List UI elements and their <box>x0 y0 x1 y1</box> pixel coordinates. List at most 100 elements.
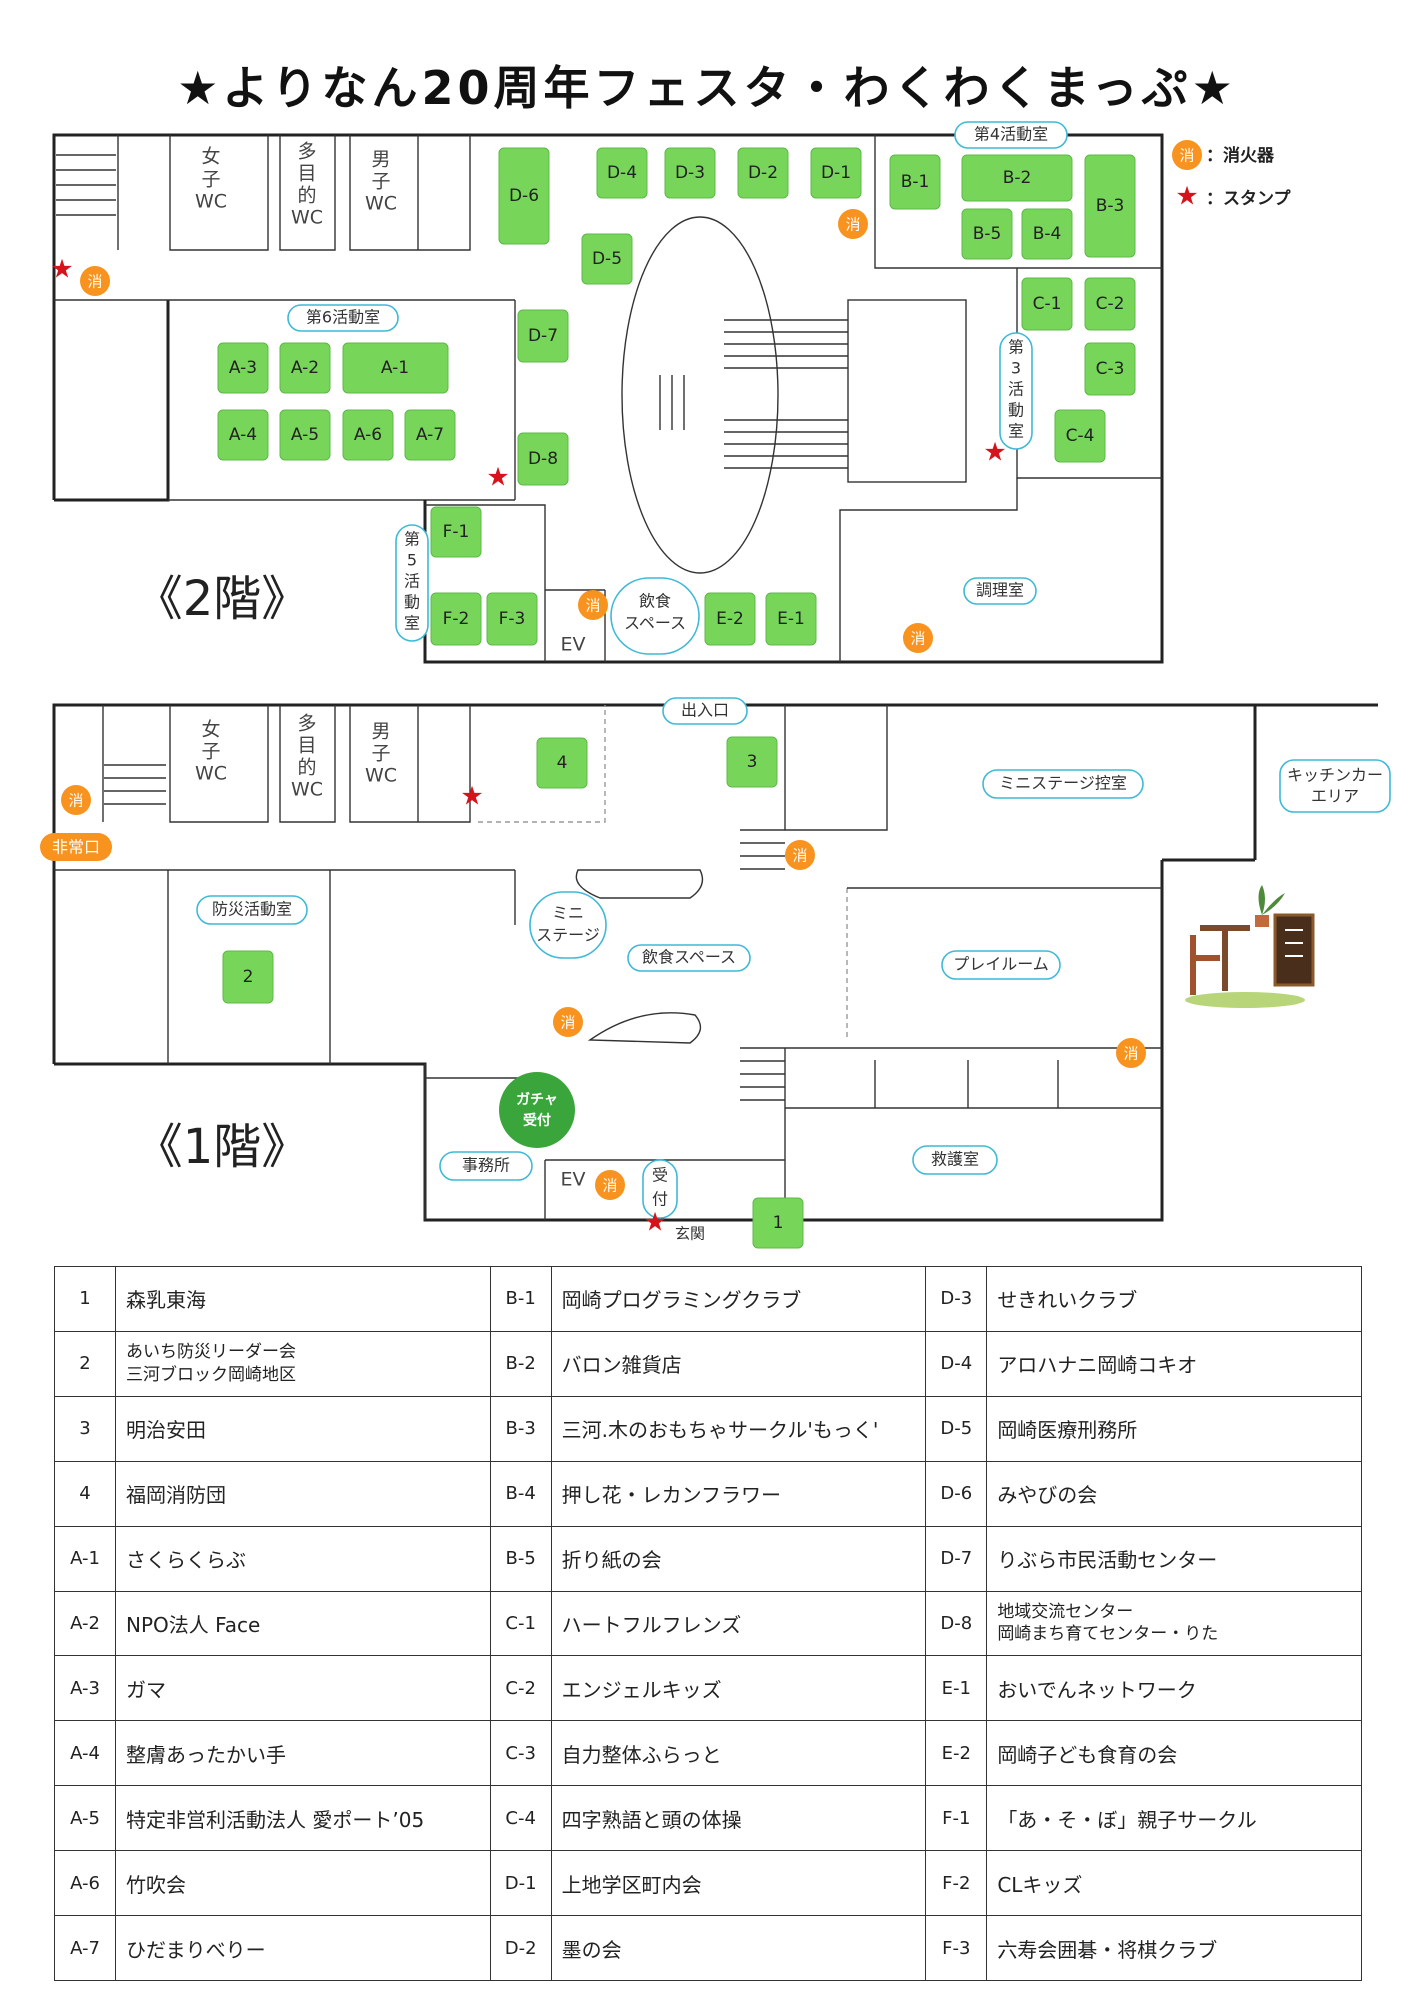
exhibitor-name-line: アロハナニ岡崎コキオ <box>997 1353 1198 1378</box>
svg-text:室: 室 <box>1008 422 1024 441</box>
svg-text:子: 子 <box>201 169 220 191</box>
svg-text:A-7: A-7 <box>416 425 444 445</box>
stamp-star-icon: ★ <box>643 1208 666 1238</box>
floor2-walls <box>52 133 1164 664</box>
booth-code: D-5 <box>925 1395 988 1462</box>
booth-A-1: A-1 <box>342 342 449 394</box>
booth-B-4: B-4 <box>1021 208 1073 260</box>
exhibitor-name-line: りぶら市民活動センター <box>997 1548 1218 1573</box>
cafe-illustration-icon <box>1185 885 1315 1008</box>
svg-text:出入口: 出入口 <box>681 701 729 720</box>
booth-B-2: B-2 <box>961 154 1073 202</box>
svg-text:室: 室 <box>404 614 420 633</box>
exhibitor-name-line: 明治安田 <box>126 1418 206 1443</box>
svg-text:B-3: B-3 <box>1096 196 1125 216</box>
f1-kitchen-car-label: キッチンカー エリア <box>1279 759 1391 813</box>
svg-text:事務所: 事務所 <box>462 1156 510 1175</box>
booth-E-2: E-2 <box>704 592 756 646</box>
f1-play-room-label: プレイルーム <box>941 950 1061 980</box>
exhibitor-name: ひだまりべりー <box>115 1915 491 1981</box>
exhibitor-name-line: 「あ・そ・ぼ」親子サークル <box>997 1807 1257 1832</box>
svg-text:目: 目 <box>297 163 316 185</box>
booth-C-3: C-3 <box>1084 342 1136 396</box>
exhibitor-name: ハートフルフレンズ <box>550 1590 927 1657</box>
exhibitor-name-line: CLキッズ <box>997 1872 1083 1897</box>
exhibitor-name-line: 森乳東海 <box>126 1288 206 1313</box>
booth-2: 2 <box>222 950 274 1004</box>
extinguisher-icon: 消 <box>595 1170 625 1200</box>
svg-text:D-3: D-3 <box>675 163 705 183</box>
booth-D-7: D-7 <box>517 309 569 363</box>
svg-text:飲食: 飲食 <box>639 592 671 611</box>
booth-F-3: F-3 <box>486 592 538 646</box>
exhibitor-name: おいでんネットワーク <box>986 1655 1362 1722</box>
booth-3: 3 <box>726 736 778 788</box>
exhibitor-name-line: あいち防災リーダー会 <box>126 1341 296 1362</box>
svg-text:A-2: A-2 <box>291 358 319 378</box>
exhibitor-name-line: 整膚あったかい手 <box>126 1742 286 1767</box>
booth-code: E-1 <box>925 1655 988 1722</box>
booth-D-3: D-3 <box>664 147 716 199</box>
booth-code: A-6 <box>54 1850 116 1917</box>
svg-text:子: 子 <box>371 743 390 765</box>
extinguisher-icon: 消 <box>80 266 110 296</box>
svg-text:男: 男 <box>371 149 390 171</box>
booth-code: A-4 <box>54 1720 116 1787</box>
exhibitor-name-line: 岡崎子ども食育の会 <box>997 1742 1178 1767</box>
floor1-label: 《1階》 <box>135 1119 310 1175</box>
extinguisher-icon: 消 <box>1172 140 1202 170</box>
booth-C-1: C-1 <box>1021 277 1073 331</box>
svg-text:動: 動 <box>1008 401 1024 420</box>
booth-D-1: D-1 <box>810 147 862 199</box>
exhibitor-name-line: 六寿会囲碁・将棋クラブ <box>997 1937 1218 1962</box>
svg-text:3: 3 <box>747 752 758 772</box>
booth-code: D-8 <box>925 1590 988 1657</box>
svg-text:A-1: A-1 <box>381 358 409 378</box>
svg-text:WC: WC <box>365 193 397 215</box>
svg-text:活: 活 <box>404 572 420 591</box>
booth-code: D-2 <box>489 1915 552 1981</box>
booth-D-8: D-8 <box>517 432 569 486</box>
svg-text:B-5: B-5 <box>973 224 1002 244</box>
booth-code: A-2 <box>54 1590 116 1657</box>
svg-text:第4活動室: 第4活動室 <box>974 125 1048 144</box>
legend-stamp: ★ ：スタンプ <box>1175 182 1291 212</box>
f2-men-wc: 男 子 WC <box>365 149 397 215</box>
exhibitor-name-line: 折り紙の会 <box>561 1548 662 1573</box>
f1-reception-label: 受 付 <box>642 1159 678 1219</box>
booth-code: A-5 <box>54 1785 116 1852</box>
svg-text:A-3: A-3 <box>229 358 257 378</box>
extinguisher-icon: 消 <box>838 209 868 239</box>
svg-text:C-1: C-1 <box>1033 294 1062 314</box>
f2-room6-label: 第6活動室 <box>287 304 399 332</box>
exhibitor-name-line: せきれいクラブ <box>997 1288 1138 1313</box>
booth-code: B-2 <box>489 1330 552 1397</box>
svg-text:消: 消 <box>1123 1045 1138 1063</box>
svg-text:B-4: B-4 <box>1033 224 1062 244</box>
svg-text:WC: WC <box>195 763 227 785</box>
booth-D-5: D-6 <box>498 147 550 245</box>
booth-code: A-7 <box>54 1915 116 1981</box>
exhibitor-name: 六寿会囲碁・将棋クラブ <box>986 1915 1362 1981</box>
floor-map: 消 ：消火器 ★ ：スタンプ <box>40 121 1391 1249</box>
svg-text:動: 動 <box>404 593 420 612</box>
exhibitor-name-line: みやびの会 <box>997 1483 1098 1508</box>
svg-text:消: 消 <box>68 792 83 810</box>
f2-ev-label: EV <box>560 634 585 656</box>
exhibitor-name-line: バロン雑貨店 <box>561 1353 682 1378</box>
f1-first-aid-label: 救護室 <box>912 1145 998 1175</box>
exhibitor-name: 自力整体ふらっと <box>550 1720 927 1787</box>
extinguisher-icon: 消 <box>61 785 91 815</box>
floor1-walls <box>52 703 1378 1222</box>
exhibitor-name: バロン雑貨店 <box>550 1330 927 1397</box>
svg-text:E-1: E-1 <box>777 609 805 629</box>
exhibitor-name-line: 三河ブロック岡崎地区 <box>126 1364 296 1385</box>
f2-multi-wc: 多 目 的 WC <box>291 141 323 229</box>
exhibitor-name: 四字熟語と頭の体操 <box>550 1785 927 1852</box>
legend-extinguisher: 消 ：消火器 <box>1172 140 1275 170</box>
legend-extinguisher-label: ：消火器 <box>1206 145 1275 166</box>
svg-text:D-4: D-4 <box>607 163 637 183</box>
